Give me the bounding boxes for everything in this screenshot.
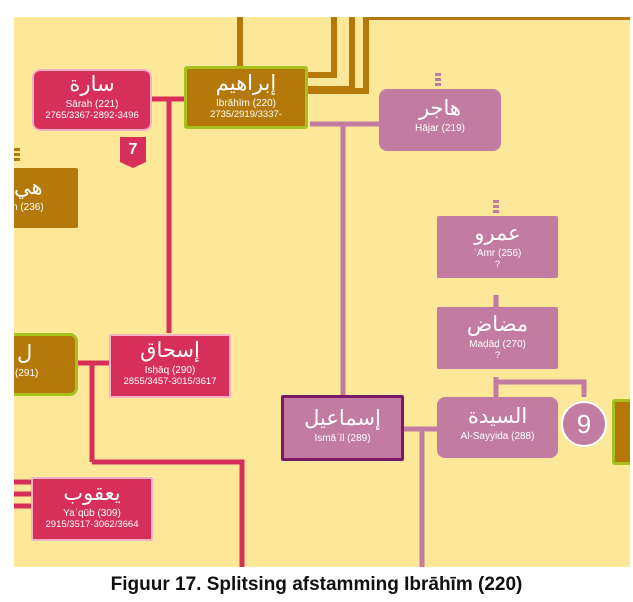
node-name: Hājar (219) [414,123,466,135]
node-name: Sārah (221) [65,99,119,111]
node-amr[interactable]: عمرو ʿAmr (256) ? [437,216,558,278]
node-name: Maḍāḍ (270) [469,339,526,351]
badge-9-shape [561,401,607,447]
continuation-dots [435,73,441,88]
node-partial-upper[interactable]: هي n (236) [14,168,78,228]
node-al-sayyida[interactable]: السيدة Al-Sayyida (288) [437,397,558,458]
node-dates: 2735/2919/3337- [210,108,282,120]
node-name: Yaʿqūb (309) [63,508,121,520]
node-arabic-name: سارة [69,72,115,96]
node-arabic-name: السيدة [467,404,528,428]
node-ibrahim[interactable]: إبراهيم Ibrāhīm (220) 2735/2919/3337- [184,66,308,129]
node-arabic-name: إسحاق [140,338,200,362]
node-arabic-name: مضاض [466,312,529,336]
node-dates: ? [494,349,501,361]
node-hajar[interactable]: هاجر Hājar (219) [379,89,501,151]
node-arabic-name: يعقوب [63,481,121,505]
family-tree-diagram: سارة Sārah (221) 2765/3367-2892-3496 7 إ… [14,17,630,567]
node-arabic-name: هاجر [418,96,462,120]
node-partial-middle[interactable]: ل (291) [14,333,78,396]
node-dates: ? [494,258,501,270]
node-dates: 2765/3367-2892-3496 [45,109,139,121]
node-ishaq[interactable]: إسحاق Isḥāq (290) 2855/3457-3015/3617 [109,334,231,398]
red-line [92,459,245,567]
node-ismail[interactable]: إسماعيل Ismāʿīl (289) [281,395,404,461]
continuation-dots [493,200,499,215]
gold-line [306,17,337,78]
node-yaqub[interactable]: يعقوب Yaʿqūb (309) 2915/3517-3062/3664 [31,477,153,541]
gold-line [306,17,630,94]
node-arabic-name: إبراهيم [215,71,277,95]
node-partial-right[interactable] [612,399,630,465]
gold-line [306,17,355,92]
node-sarah[interactable]: سارة Sārah (221) 2765/3367-2892-3496 [32,69,152,131]
badge-7: 7 [128,141,138,158]
mauve-line [496,379,587,397]
continuation-dots [14,148,20,163]
node-name: Ismāʿīl (289) [314,433,371,445]
node-madad[interactable]: مضاض Maḍāḍ (270) ? [437,307,558,369]
node-name: Isḥāq (290) [144,365,196,377]
node-name: Ibrāhīm (220) [215,98,277,110]
node-dates: 2915/3517-3062/3664 [45,518,139,530]
node-name: Al-Sayyida (288) [460,431,535,443]
badge-7-shape [120,137,146,168]
connector-lines [14,17,630,567]
node-arabic-name: ل [17,341,33,365]
node-arabic-name: عمرو [474,221,521,245]
node-arabic-name: هي [14,175,43,199]
figure-caption: Figuur 17. Splitsing afstamming Ibrāhīm … [110,574,523,595]
badge-9: 9 [576,409,592,439]
node-name: n (236) [14,202,44,214]
node-name: ʿAmr (256) [473,248,522,260]
node-name: (291) [15,368,39,380]
node-arabic-name: إسماعيل [304,406,381,430]
node-dates: 2855/3457-3015/3617 [123,375,217,387]
